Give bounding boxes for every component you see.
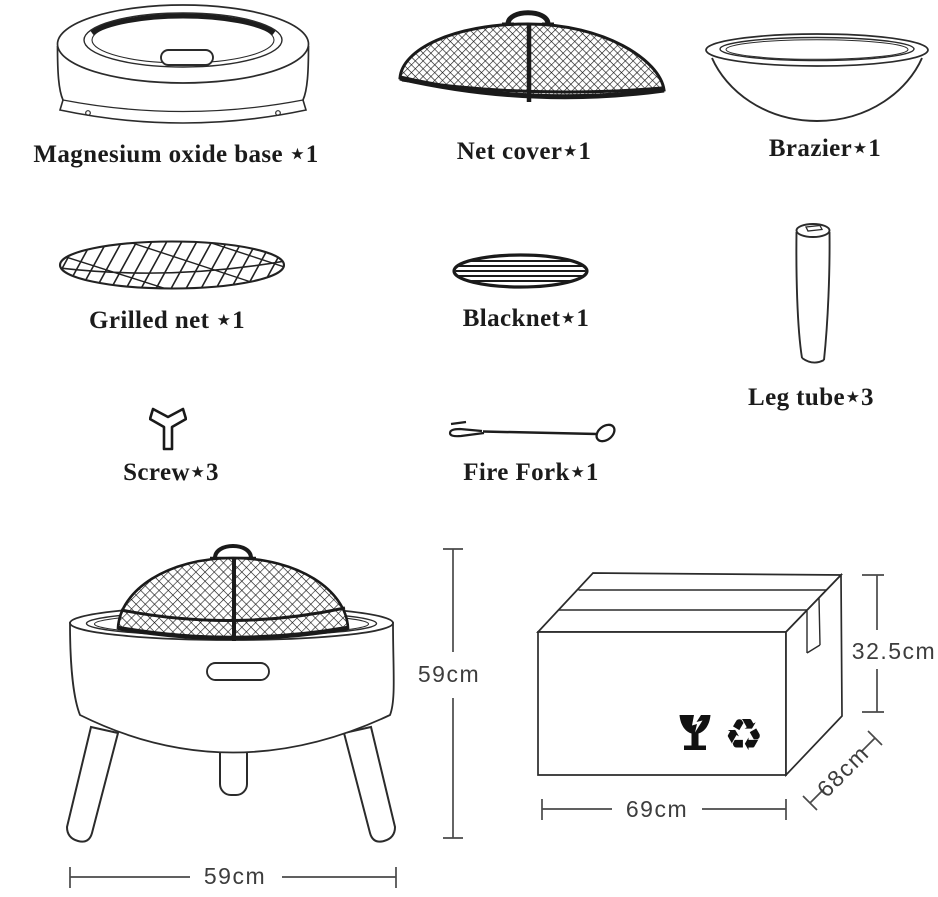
- label-magnesium-oxide-base: Magnesium oxide base ⋆1: [33, 141, 319, 168]
- label-grilled-net: Grilled net ⋆1: [89, 307, 245, 334]
- box-height-dimension: 32.5cm: [851, 638, 937, 664]
- net-cover-illustration: [392, 6, 668, 110]
- recycle-icon: ♻: [724, 710, 763, 761]
- label-fire-fork: Fire Fork⋆1: [463, 459, 599, 486]
- assembled-fire-pit-illustration: [58, 544, 404, 854]
- packing-box-illustration: ♻: [530, 565, 850, 785]
- brazier-illustration: [704, 28, 930, 125]
- fragile-glass-icon: [679, 715, 711, 750]
- assembled-width-dimension: 59cm: [203, 863, 267, 889]
- label-brazier: Brazier⋆1: [768, 135, 882, 162]
- label-screw: Screw⋆3: [123, 459, 219, 486]
- grilled-net-illustration: [56, 238, 288, 292]
- magnesium-oxide-base-illustration: [55, 2, 311, 126]
- leg-tube-illustration: [793, 222, 833, 368]
- fire-fork-illustration: [446, 417, 618, 445]
- label-leg-tube: Leg tube⋆3: [748, 384, 874, 411]
- assembled-height-dimension: 59cm: [417, 661, 481, 687]
- blacknet-illustration: [452, 253, 589, 289]
- box-width-dimension: 69cm: [625, 796, 689, 822]
- label-blacknet: Blacknet⋆1: [462, 305, 590, 332]
- label-net-cover: Net cover⋆1: [456, 138, 592, 165]
- screw-illustration: [149, 406, 187, 452]
